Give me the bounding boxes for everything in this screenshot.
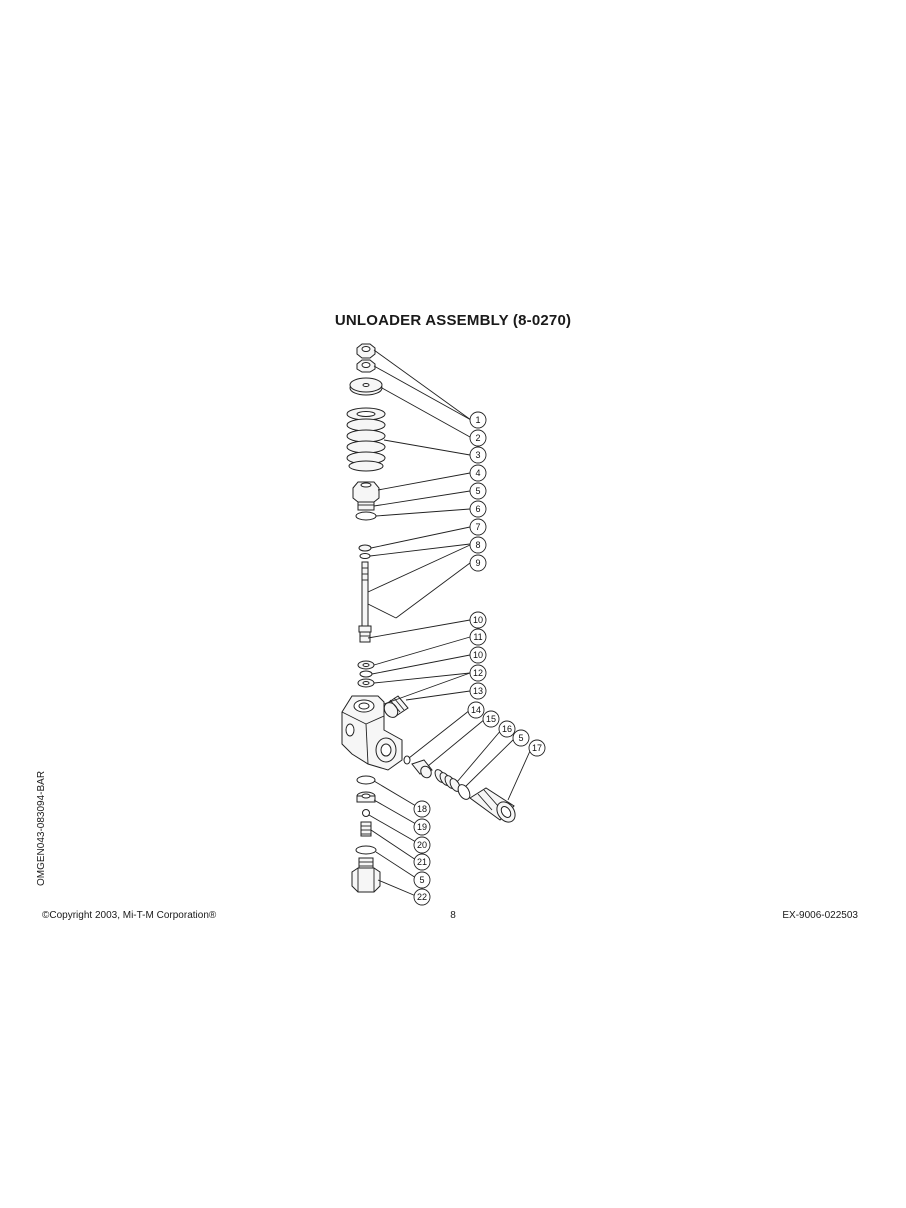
callout-5: 5 bbox=[469, 482, 487, 500]
part-small-o-ring bbox=[359, 553, 371, 559]
svg-text:21: 21 bbox=[417, 857, 427, 867]
svg-text:14: 14 bbox=[471, 705, 481, 715]
svg-text:9: 9 bbox=[475, 558, 480, 568]
part-housing-nut bbox=[352, 481, 380, 511]
svg-text:16: 16 bbox=[502, 724, 512, 734]
part-ball bbox=[362, 809, 370, 817]
part-outlet-fitting bbox=[469, 787, 516, 823]
part-plug bbox=[383, 695, 409, 718]
part-piston-shaft bbox=[358, 561, 372, 643]
callout-18: 18 bbox=[413, 800, 431, 818]
callout-21: 21 bbox=[413, 853, 431, 871]
callout-9: 9 bbox=[469, 554, 487, 572]
callout-4: 4 bbox=[469, 464, 487, 482]
callout-2: 2 bbox=[469, 429, 487, 447]
callout-14: 14 bbox=[467, 701, 485, 719]
part-nut-top bbox=[356, 343, 376, 359]
svg-text:7: 7 bbox=[475, 522, 480, 532]
svg-text:12: 12 bbox=[473, 668, 483, 678]
svg-text:13: 13 bbox=[473, 686, 483, 696]
callout-8: 8 bbox=[469, 536, 487, 554]
callout-22: 22 bbox=[413, 888, 431, 906]
footer-page-number: 8 bbox=[450, 910, 456, 921]
part-o-ring-bottom bbox=[355, 845, 377, 855]
footer-doc-code: EX-9006-022503 bbox=[782, 910, 858, 921]
part-o-ring-middle bbox=[359, 670, 373, 678]
svg-text:1: 1 bbox=[475, 415, 480, 425]
svg-text:18: 18 bbox=[417, 804, 427, 814]
diagram-title: UNLOADER ASSEMBLY (8-0270) bbox=[334, 312, 572, 329]
callout-13: 13 bbox=[469, 682, 487, 700]
footer-copyright: ©Copyright 2003, Mi-T-M Corporation® bbox=[42, 910, 217, 921]
part-spring-washer bbox=[349, 377, 383, 396]
callout-12: 12 bbox=[469, 664, 487, 682]
svg-text:11: 11 bbox=[473, 632, 482, 642]
callout-20: 20 bbox=[413, 836, 431, 854]
leader-lines bbox=[367, 349, 531, 897]
svg-text:19: 19 bbox=[417, 822, 427, 832]
callout-7: 7 bbox=[469, 518, 487, 536]
svg-text:3: 3 bbox=[475, 450, 480, 460]
callout-6: 6 bbox=[469, 500, 487, 518]
callout-15: 15 bbox=[482, 710, 500, 728]
callout-3: 3 bbox=[469, 446, 487, 464]
callout-11: 11 bbox=[469, 628, 487, 646]
callout-10b: 10 bbox=[469, 646, 487, 664]
svg-text:8: 8 bbox=[475, 540, 480, 550]
svg-text:5: 5 bbox=[518, 733, 523, 743]
callout-10: 10 bbox=[469, 611, 487, 629]
svg-text:20: 20 bbox=[417, 840, 427, 850]
part-nut-second bbox=[356, 359, 376, 373]
svg-text:6: 6 bbox=[475, 504, 480, 514]
callout-17: 17 bbox=[528, 739, 546, 757]
part-o-ring-lower bbox=[356, 775, 376, 785]
part-spring bbox=[346, 407, 386, 472]
svg-text:4: 4 bbox=[475, 468, 480, 478]
part-o-ring-small bbox=[403, 755, 411, 765]
svg-text:17: 17 bbox=[532, 743, 542, 753]
part-seat bbox=[356, 791, 376, 803]
part-check-spring bbox=[360, 821, 372, 837]
svg-text:5: 5 bbox=[419, 875, 424, 885]
callout-5c: 5 bbox=[413, 871, 431, 889]
part-pin bbox=[367, 603, 397, 619]
svg-text:2: 2 bbox=[475, 433, 480, 443]
part-valve-body bbox=[341, 695, 403, 771]
svg-text:10: 10 bbox=[473, 615, 483, 625]
part-inlet-plug bbox=[351, 857, 381, 893]
svg-text:10: 10 bbox=[473, 650, 483, 660]
callout-16: 16 bbox=[498, 720, 516, 738]
svg-text:5: 5 bbox=[475, 486, 480, 496]
svg-text:15: 15 bbox=[486, 714, 496, 724]
part-poppet bbox=[411, 759, 433, 779]
part-backup-ring bbox=[358, 544, 372, 552]
callout-5b: 5 bbox=[512, 729, 530, 747]
callout-19: 19 bbox=[413, 818, 431, 836]
part-o-ring-upper bbox=[355, 511, 377, 521]
svg-text:22: 22 bbox=[417, 892, 427, 902]
callout-1: 1 bbox=[469, 411, 487, 429]
part-o-ring-right bbox=[457, 784, 471, 800]
document-side-code: OMGEN043-083094-BAR bbox=[36, 770, 47, 886]
